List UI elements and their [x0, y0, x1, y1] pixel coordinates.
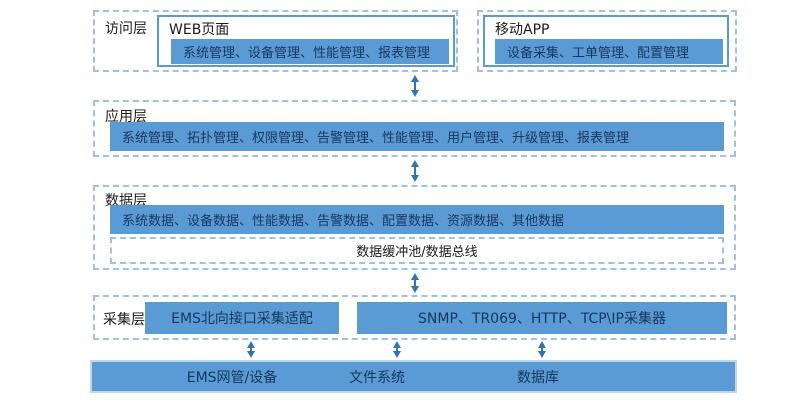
collection-filesystem-arrow-icon	[392, 341, 401, 358]
web-page-title: WEB页面	[169, 22, 230, 38]
data-layer-group: 数据层 系统数据、设备数据、性能数据、告警数据、配置数据、资源数据、其他数据 数…	[93, 185, 736, 270]
protocol-collector-box: SNMP、TR069、HTTP、TCP\IP采集器	[357, 302, 727, 334]
resource-filesystem-label: 文件系统	[349, 369, 405, 386]
resource-database-label: 数据库	[517, 369, 559, 386]
collection-database-arrow-icon	[537, 341, 546, 358]
web-page-modules-bar: 系统管理、设备管理、性能管理、报表管理	[171, 39, 449, 64]
collection-layer-label: 采集层	[103, 312, 145, 328]
access-application-arrow-icon	[410, 75, 419, 97]
application-modules-bar: 系统管理、拓扑管理、权限管理、告警管理、性能管理、用户管理、升级管理、报表管理	[110, 122, 724, 151]
mobile-app-box: 移动APP 设备采集、工单管理、配置管理	[483, 15, 729, 67]
access-layer-app-group: 移动APP 设备采集、工单管理、配置管理	[477, 10, 737, 72]
web-page-box: WEB页面 系统管理、设备管理、性能管理、报表管理	[157, 15, 455, 67]
ems-northbound-box: EMS北向接口采集适配	[145, 302, 339, 334]
data-modules-bar: 系统数据、设备数据、性能数据、告警数据、配置数据、资源数据、其他数据	[110, 205, 724, 234]
application-data-arrow-icon	[410, 160, 419, 182]
data-bus-box: 数据缓冲池/数据总线	[110, 237, 724, 264]
access-layer-label: 访问层	[105, 21, 147, 37]
mobile-app-title: 移动APP	[495, 22, 550, 38]
mobile-app-modules-bar: 设备采集、工单管理、配置管理	[495, 39, 723, 64]
data-collection-arrow-icon	[410, 273, 419, 293]
application-layer-group: 应用层 系统管理、拓扑管理、权限管理、告警管理、性能管理、用户管理、升级管理、报…	[93, 100, 736, 157]
resources-bar: EMS网管/设备 文件系统 数据库	[90, 360, 737, 393]
access-layer-web-group: 访问层 WEB页面 系统管理、设备管理、性能管理、报表管理	[93, 10, 458, 72]
collection-ems-arrow-icon	[246, 341, 255, 358]
collection-layer-group: 采集层 EMS北向接口采集适配 SNMP、TR069、HTTP、TCP\IP采集…	[93, 295, 736, 340]
resource-ems-label: EMS网管/设备	[186, 369, 278, 386]
application-layer-label: 应用层	[105, 109, 147, 125]
